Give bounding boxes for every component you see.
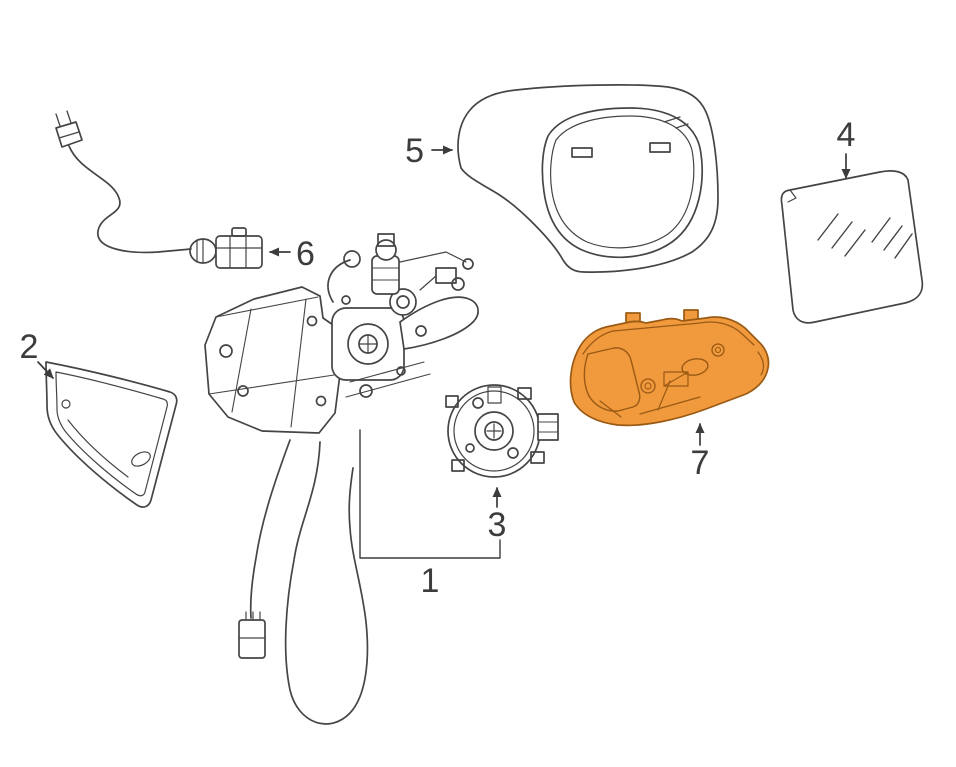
callout-label-2: 2 <box>20 328 39 366</box>
callout-part-3: 3 <box>488 487 507 544</box>
mount-plate <box>204 286 341 434</box>
callout-part-7: 7 <box>691 423 710 482</box>
cable-connector <box>238 619 266 659</box>
callout-part-2: 2 <box>20 328 54 379</box>
lower-housing-shell <box>569 316 770 427</box>
housing-shell <box>457 84 719 273</box>
callout-part-5: 5 <box>405 132 453 170</box>
callout-label-5: 5 <box>405 132 424 170</box>
callout-part-4: 4 <box>837 116 856 179</box>
callout-label-3: 3 <box>488 506 507 544</box>
harness-connector <box>215 235 263 269</box>
part-6-harness-drawing <box>55 110 263 269</box>
cable-loop <box>284 441 369 725</box>
callout-label-1: 1 <box>421 562 440 600</box>
harness-wire <box>68 145 192 254</box>
callout-bracket-1 <box>359 429 501 559</box>
cable-strand <box>249 439 291 619</box>
callout-label-4: 4 <box>837 116 856 154</box>
glass-hatch-left <box>817 213 866 257</box>
part-7-lower-housing-highlighted <box>569 309 770 427</box>
callouts: 5 4 6 2 3 7 1 <box>20 116 856 600</box>
part-4-mirror-glass-drawing <box>780 170 924 324</box>
callout-arrow-2 <box>37 361 54 379</box>
part-1-mount-assembly-drawing <box>204 233 479 725</box>
callout-part-6: 6 <box>269 235 315 273</box>
glass-hatch-right <box>871 217 913 259</box>
part-2-corner-cover-drawing <box>45 361 178 508</box>
callout-label-7: 7 <box>691 444 710 482</box>
line-art-root: 5 4 6 2 3 7 1 <box>20 84 924 725</box>
callout-label-6: 6 <box>296 235 315 273</box>
housing-hole <box>681 358 709 376</box>
part-3-actuator-drawing <box>445 384 559 478</box>
corner-cover-outline <box>45 361 178 508</box>
part-5-mirror-housing-drawing <box>457 84 719 273</box>
callout-part-1: 1 <box>359 429 501 600</box>
harness-plug <box>55 121 83 148</box>
housing-aperture <box>541 107 703 259</box>
